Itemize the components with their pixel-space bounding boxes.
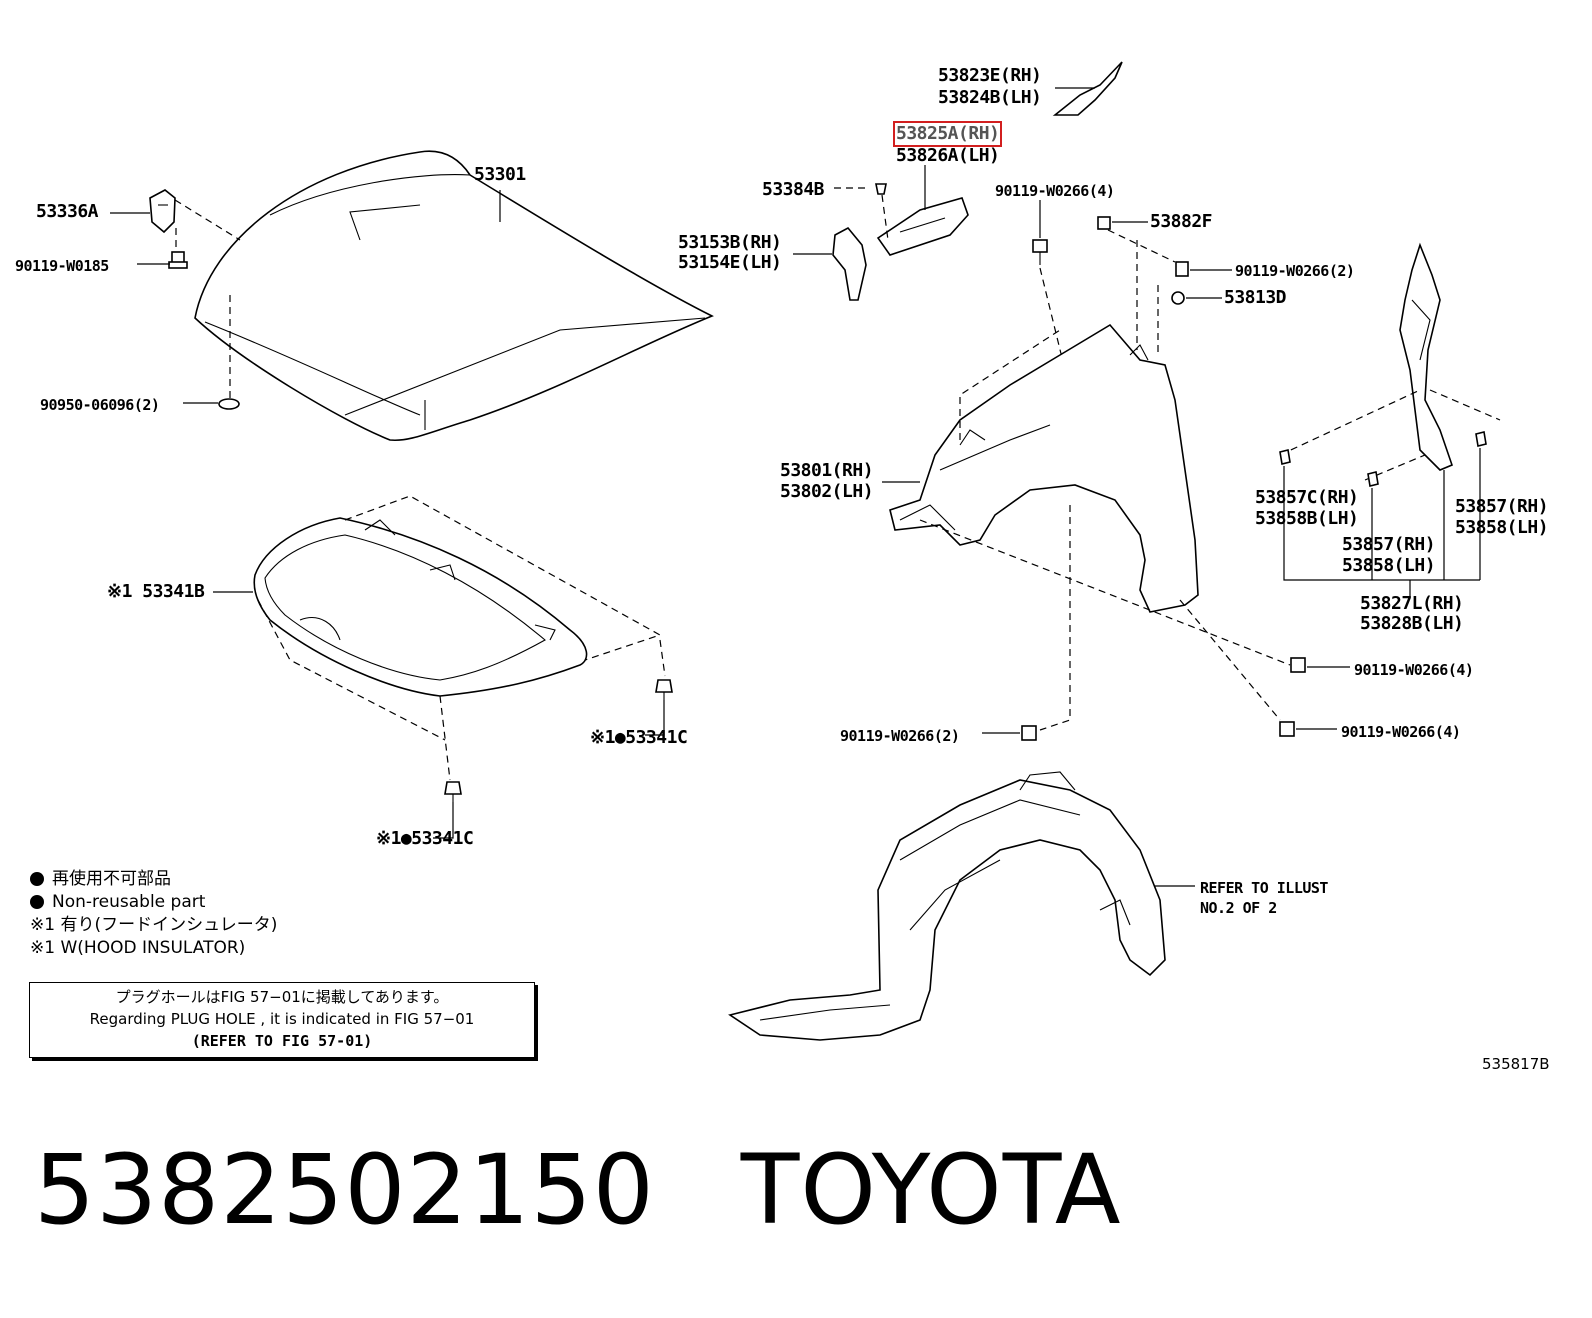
- clip-53857-mid: [1367, 471, 1379, 487]
- callout-53813d: 53813D: [1224, 287, 1287, 308]
- legend: 再使用不可部品 Non-reusable part ※1 有り(フードインシュレ…: [30, 868, 277, 960]
- footer-part-number: 5382502150: [34, 1134, 655, 1246]
- clip-53341c-right: [655, 679, 673, 700]
- callout-90950-06096: 90950-06096(2): [40, 396, 160, 414]
- bolt-90119-w0266-right: [1175, 261, 1189, 277]
- callout-53384b: 53384B: [762, 179, 825, 200]
- callout-53858b: 53858B(LH): [1255, 508, 1359, 529]
- dash-fender-bolt-mid: [919, 519, 1291, 666]
- callout-53827l: 53827L(RH): [1360, 593, 1464, 614]
- callout-53341c-bottom: ※1●53341C: [376, 828, 474, 849]
- parts-diagram: [110, 61, 1501, 1041]
- bracket-group-line: [1283, 466, 1480, 581]
- callout-53857-mid: 53857(RH): [1342, 534, 1436, 555]
- bullet-icon: [30, 872, 44, 886]
- fender-bracket-53827l: [1399, 242, 1453, 471]
- dash-clip-right: [659, 639, 666, 677]
- clip-53857c: [1279, 449, 1291, 465]
- callout-53341c-right: ※1●53341C: [590, 727, 688, 748]
- callout-53823e: 53823E(RH): [938, 65, 1042, 86]
- dash-bracket-mid: [1364, 454, 1426, 481]
- clip-53813d: [1171, 291, 1185, 305]
- reference-line-en: Regarding PLUG HOLE , it is indicated in…: [89, 1010, 475, 1028]
- bolt-90119-w0266-mid: [1290, 657, 1306, 673]
- callout-refer-illust-2: NO.2 OF 2: [1200, 899, 1277, 917]
- clip-53341c-bottom: [444, 781, 462, 802]
- footer-title: 5382502150 TOYOTA: [34, 1135, 1122, 1245]
- reference-box: プラグホールはFIG 57−01に掲載してあります。 Regarding PLU…: [29, 982, 535, 1058]
- leader-53341c-right: [645, 700, 665, 736]
- dash-fender-top: [959, 329, 1061, 440]
- bolt-90119-w0266-low: [1279, 721, 1295, 737]
- seal-53823e: [1052, 61, 1123, 116]
- dash-insulator-bottom: [439, 695, 451, 781]
- callout-53826a: 53826A(LH): [896, 145, 1000, 166]
- dash-insulator-left: [257, 599, 446, 741]
- grommet-90950-06096: [218, 398, 240, 410]
- dash-53384b: [881, 194, 889, 241]
- callout-90119-w0266-right: 90119-W0266(2): [1235, 262, 1355, 280]
- callout-90119-w0266-left: 90119-W0266(2): [840, 727, 960, 745]
- dash-bracket-left: [1279, 389, 1421, 456]
- callout-53802: 53802(LH): [780, 481, 874, 502]
- callout-90119-w0266-mid: 90119-W0266(4): [1354, 661, 1474, 679]
- dash-hinge: [174, 199, 241, 241]
- callout-53825a-highlighted: 53825A(RH): [892, 121, 1003, 147]
- callout-90119-w0266-low: 90119-W0266(4): [1341, 723, 1461, 741]
- footer-brand: TOYOTA: [740, 1134, 1122, 1246]
- bracket-53153b: [832, 226, 867, 301]
- callout-90119-w0185: 90119-W0185: [15, 257, 109, 275]
- clip-53882f: [1097, 216, 1111, 230]
- callout-53153b: 53153B(RH): [678, 232, 782, 253]
- legend-non-reusable-jp: 再使用不可部品: [30, 868, 277, 891]
- callout-53301: 53301: [474, 164, 526, 185]
- callout-53858-mid: 53858(LH): [1342, 555, 1436, 576]
- callout-53882f: 53882F: [1150, 211, 1213, 232]
- bracket-53825a: [876, 197, 969, 256]
- bolt-90119-w0266-top: [1032, 239, 1048, 265]
- dash-bolt-top: [1039, 267, 1066, 371]
- figure-code: 535817B: [1482, 1055, 1550, 1073]
- callout-53828b: 53828B(LH): [1360, 613, 1464, 634]
- bullet-icon: [30, 895, 44, 909]
- hood-insulator-part: [253, 517, 588, 697]
- hood-hinge-bracket: [149, 189, 176, 234]
- bolt-90119-w0266-left: [1021, 725, 1037, 741]
- clip-53384b: [875, 183, 887, 195]
- front-fender-part: [889, 323, 1199, 613]
- callout-53857c: 53857C(RH): [1255, 487, 1359, 508]
- callout-53858-right: 53858(LH): [1455, 517, 1549, 538]
- leader-53341c-bottom: [433, 802, 454, 839]
- fender-liner-part: [728, 771, 1166, 1041]
- callout-90119-w0266-top: 90119-W0266(4): [995, 182, 1115, 200]
- clip-53857-right: [1475, 431, 1487, 447]
- callout-53341b: ※1 53341B: [107, 581, 205, 602]
- legend-non-reusable-en: Non-reusable part: [30, 891, 277, 914]
- dash-53882f: [1107, 229, 1176, 263]
- callout-53801: 53801(RH): [780, 460, 874, 481]
- reference-line-jp: プラグホールはFIG 57−01に掲載してあります。: [115, 988, 449, 1006]
- callout-53336a: 53336A: [36, 201, 99, 222]
- dash-fender-bolt-right: [1179, 599, 1281, 721]
- callout-53824b: 53824B(LH): [938, 87, 1042, 108]
- callout-53857-right: 53857(RH): [1455, 496, 1549, 517]
- hood-part: [194, 150, 714, 442]
- legend-note1-en: ※1 W(HOOD INSULATOR): [30, 938, 246, 958]
- legend-note1-jp: ※1 有り(フードインシュレータ): [30, 915, 278, 935]
- dash-fender-bolt-low: [1039, 505, 1071, 731]
- bolt-90119-w0185: [168, 251, 188, 269]
- dash-bracket-right: [1429, 389, 1501, 421]
- callout-refer-illust-1: REFER TO ILLUST: [1200, 879, 1328, 897]
- callout-53154e: 53154E(LH): [678, 252, 782, 273]
- reference-line-ref: (REFER TO FIG 57-01): [191, 1032, 373, 1050]
